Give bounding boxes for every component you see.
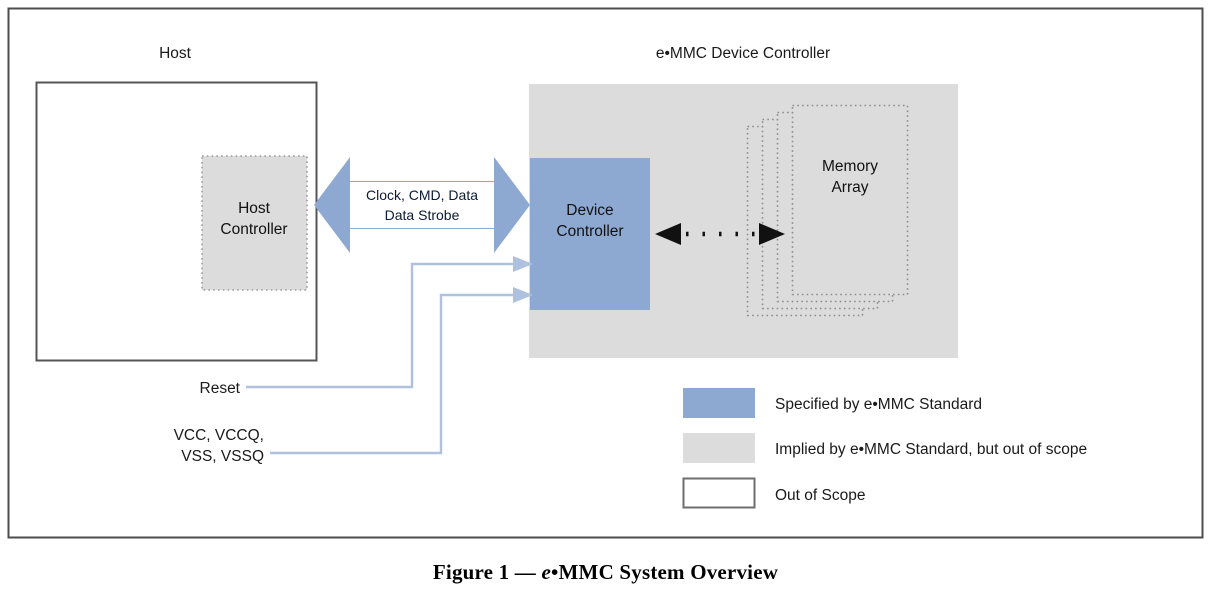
power-label-line2: VSS, VSSQ (181, 448, 264, 465)
legend-label-outofscope: Out of Scope (775, 487, 865, 504)
power-connector (270, 287, 533, 455)
reset-label: Reset (200, 380, 241, 397)
device-controller-label-line2: Controller (556, 223, 623, 240)
device-controller-label-line1: Device (566, 202, 613, 219)
host-title: Host (159, 45, 192, 62)
power-label-line1: VCC, VCCQ, (174, 427, 264, 444)
legend-swatch-implied (683, 433, 755, 463)
bus-arrow-label-line2: Data Strobe (385, 207, 460, 223)
memory-array-stack-1 (791, 104, 909, 296)
memory-array-label-line2: Array (831, 179, 868, 196)
legend: Specified by e•MMC Standard Implied by e… (682, 388, 1087, 509)
figure-caption: Figure 1 — e•MMC System Overview (0, 560, 1211, 585)
legend-label-specified: Specified by e•MMC Standard (775, 396, 982, 413)
host-controller-box (201, 155, 308, 291)
controller-memory-link (655, 223, 785, 245)
host-controller-label-line1: Host (238, 200, 271, 217)
memory-array-label-line1: Memory (822, 158, 878, 175)
caption-prefix: Figure 1 — (432, 560, 542, 584)
bus-arrow-label-line1: Clock, CMD, Data (366, 187, 478, 203)
caption-rest: •MMC System Overview (550, 560, 779, 584)
device-controller-box (530, 158, 650, 310)
legend-swatch-specified (683, 388, 755, 418)
host-controller-label-line2: Controller (220, 221, 287, 238)
device-title: e•MMC Device Controller (656, 45, 830, 62)
legend-label-implied: Implied by e•MMC Standard, but out of sc… (775, 441, 1087, 458)
legend-swatch-outofscope (682, 477, 756, 509)
reset-connector (246, 256, 533, 389)
caption-italic-e: e (541, 560, 551, 584)
bus-arrow (314, 157, 530, 253)
